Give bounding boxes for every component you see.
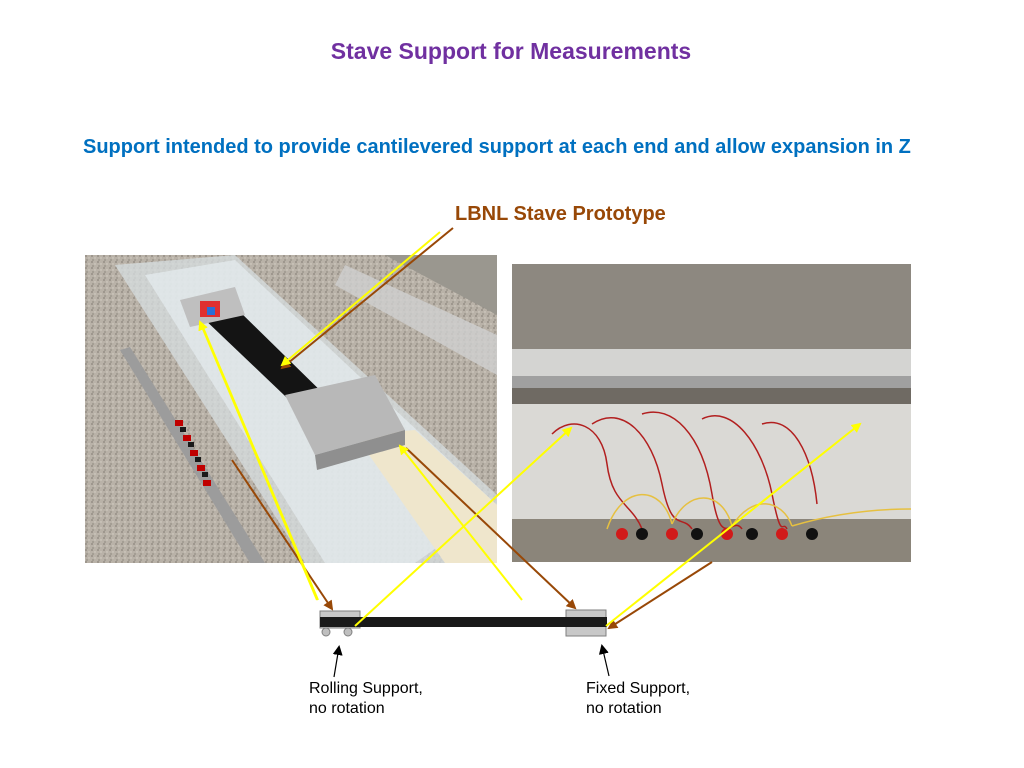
fixed-pointer-arrow	[598, 644, 610, 677]
rolling-pointer-arrow	[332, 645, 343, 678]
brown-arrow-right-photo-to-fixed	[607, 561, 713, 630]
photo-stave-enclosure	[85, 255, 497, 563]
photo-enclosure-wiring	[512, 264, 911, 562]
page-title: Stave Support for Measurements	[330, 38, 692, 64]
fixed-support-label: Fixed Support, no rotation	[586, 679, 690, 719]
rolling-support-label: Rolling Support, no rotation	[309, 679, 423, 719]
prototype-label: LBNL Stave Prototype	[455, 203, 666, 225]
stave-bar	[320, 617, 607, 627]
fixed-support-block	[565, 609, 607, 637]
rolling-support-block	[319, 610, 361, 629]
rolling-support-line2: no rotation	[309, 700, 385, 717]
roller-right	[343, 627, 353, 637]
fixed-support-line2: no rotation	[586, 700, 662, 717]
roller-left	[321, 627, 331, 637]
subtitle: Support intended to provide cantilevered…	[83, 136, 911, 158]
rolling-support-line1: Rolling Support,	[309, 680, 423, 697]
fixed-support-line1: Fixed Support,	[586, 680, 691, 697]
